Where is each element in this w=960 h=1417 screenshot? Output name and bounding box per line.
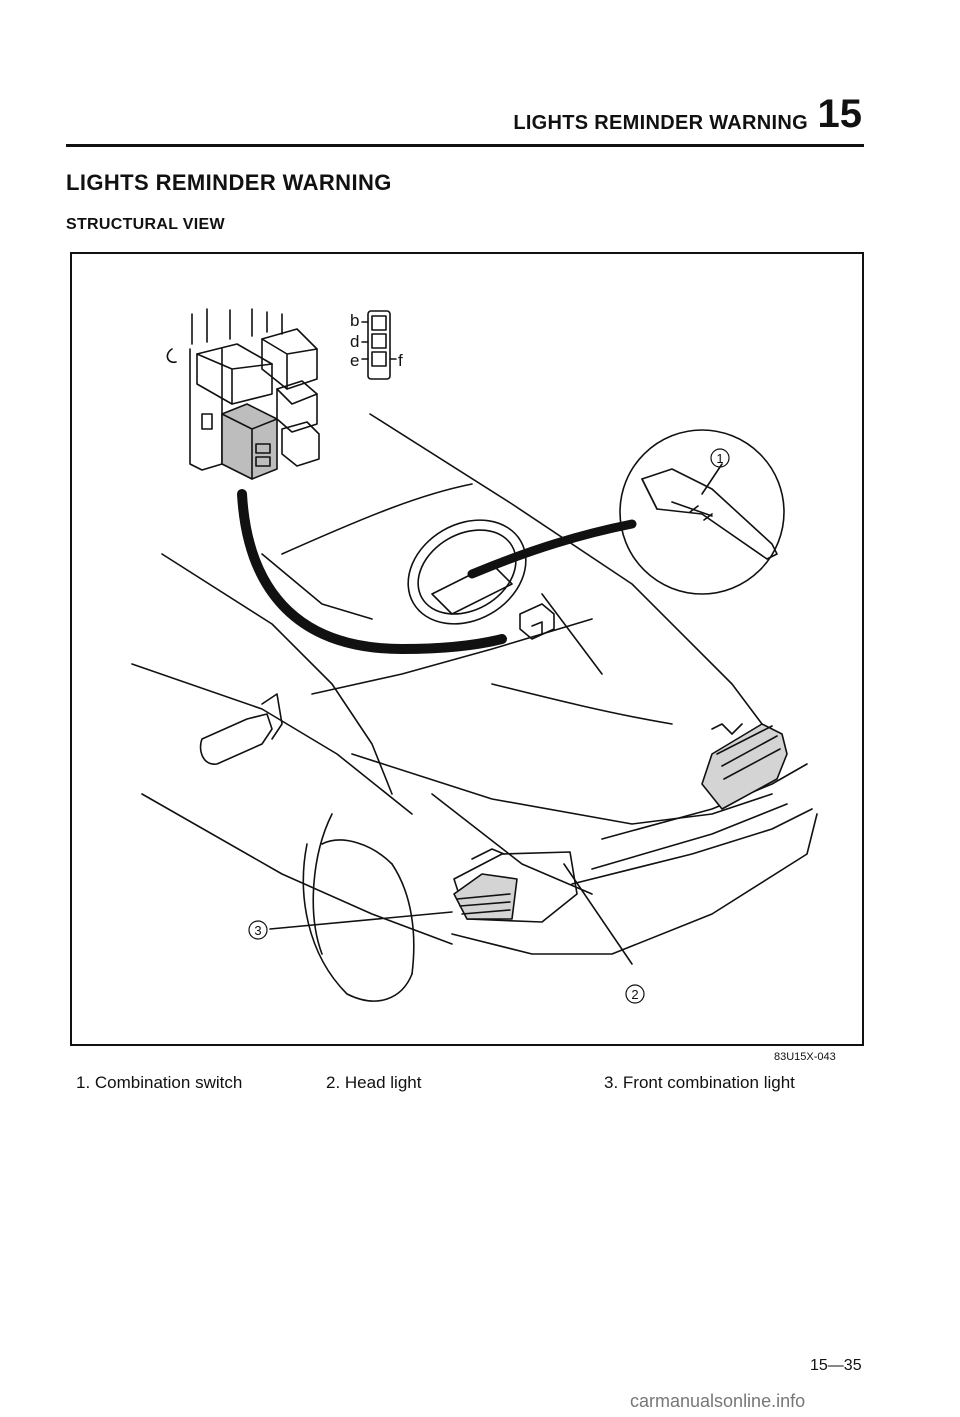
head-light-drawing bbox=[701, 723, 788, 810]
relay-block-drawing bbox=[166, 308, 320, 480]
subsection-title: STRUCTURAL VIEW bbox=[66, 216, 225, 233]
connector-letter-f: f bbox=[398, 351, 403, 370]
wiring-harness-arc bbox=[237, 489, 507, 654]
callout-3-leader bbox=[269, 911, 453, 930]
page-number: 15—35 bbox=[810, 1357, 862, 1374]
legend-item-combination-switch: 1. Combination switch bbox=[76, 1073, 243, 1092]
connector-letter-b: b bbox=[350, 311, 359, 330]
header-title: LIGHTS REMINDER WARNING bbox=[513, 112, 808, 134]
callout-1: 1 bbox=[716, 451, 723, 466]
connector-letter-d: d bbox=[350, 332, 359, 351]
callout-2: 2 bbox=[631, 987, 638, 1002]
wiring-harness-lead bbox=[467, 519, 637, 579]
legend-item-head-light: 2. Head light bbox=[326, 1073, 422, 1092]
car-body-drawing bbox=[131, 413, 818, 1002]
callout-2-circle bbox=[625, 984, 645, 1004]
connector-drawing bbox=[361, 310, 397, 380]
steering-wheel-drawing bbox=[407, 519, 527, 625]
page-header: LIGHTS REMINDER WARNING 15 bbox=[66, 92, 864, 147]
chapter-number: 15 bbox=[817, 92, 863, 136]
front-combination-light-drawing bbox=[453, 848, 578, 923]
callout-3-circle bbox=[248, 920, 268, 940]
figure-code: 83U15X-043 bbox=[774, 1051, 836, 1063]
side-mirror-drawing bbox=[199, 693, 283, 765]
car-illustration: b d e f bbox=[131, 308, 818, 1004]
combination-switch-detail bbox=[619, 429, 785, 595]
legend-item-front-combination-light: 3. Front combination light bbox=[604, 1073, 795, 1092]
callout-1-circle bbox=[710, 448, 730, 468]
section-title: LIGHTS REMINDER WARNING bbox=[66, 170, 392, 195]
structural-view-figure: b d e f bbox=[70, 252, 864, 1046]
connector-letter-e: e bbox=[350, 351, 359, 370]
buzzer-unit-drawing bbox=[519, 603, 555, 640]
callout-2-leader bbox=[563, 863, 633, 965]
watermark: carmanualsonline.info bbox=[630, 1391, 806, 1411]
callout-3: 3 bbox=[254, 923, 261, 938]
